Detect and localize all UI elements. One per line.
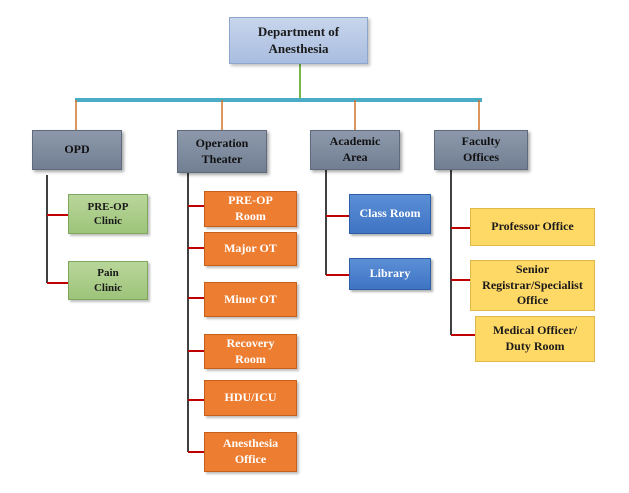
node-pre-op-clinic: PRE-OP Clinic <box>68 194 148 234</box>
node-professor-office: Professor Office <box>470 208 595 246</box>
node-pain-clinic: Pain Clinic <box>68 261 148 300</box>
node-academic-area: Academic Area <box>310 130 400 170</box>
node-operation-theater: Operation Theater <box>177 130 267 173</box>
node-senior-registrar-specialist-office: Senior Registrar/Specialist Office <box>470 260 595 311</box>
node-class-room: Class Room <box>349 194 431 234</box>
node-recovery-room: Recovery Room <box>204 334 297 369</box>
node-anesthesia-office: Anesthesia Office <box>204 432 297 472</box>
node-hdu-icu: HDU/ICU <box>204 380 297 416</box>
node-medical-officer-duty-room: Medical Officer/ Duty Room <box>475 316 595 362</box>
root-node-department-of-anesthesia: Department of Anesthesia <box>229 17 368 64</box>
node-major-ot: Major OT <box>204 232 297 266</box>
node-faculty-offices: Faculty Offices <box>434 130 528 170</box>
node-pre-op-room: PRE-OP Room <box>204 191 297 227</box>
node-minor-ot: Minor OT <box>204 282 297 317</box>
node-opd: OPD <box>32 130 122 170</box>
node-library: Library <box>349 258 431 290</box>
